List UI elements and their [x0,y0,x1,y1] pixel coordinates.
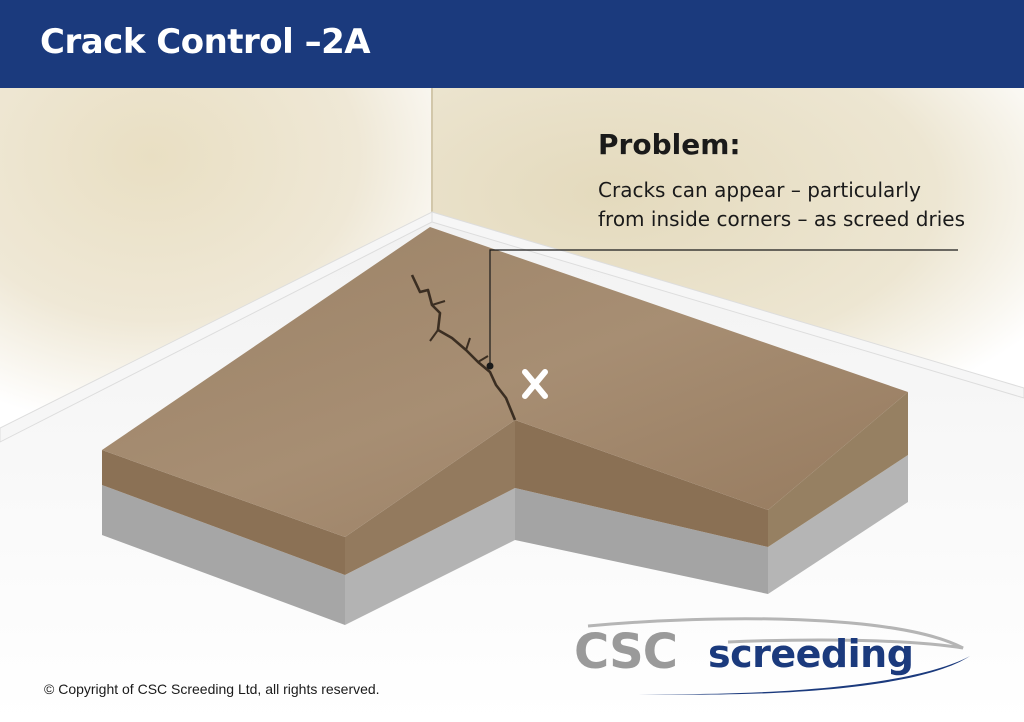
base-layer-inner [515,488,768,594]
screed-layer-left [102,450,345,575]
base-layer-left [102,485,345,625]
problem-line-1: Cracks can appear – particularly [598,178,921,202]
logo-text-screeding: screeding [708,632,914,676]
problem-description: Cracks can appear – particularly from in… [598,176,978,234]
callout-dot [486,362,494,370]
screed-layer-inner [515,420,768,547]
logo-text-csc: CSC [574,624,678,680]
header-bar: Crack Control –2A [0,0,1024,88]
logo-swoosh [587,617,970,695]
callout-leader [489,249,958,366]
right-skirting [431,211,1024,399]
base-layer-right [768,455,908,594]
copyright-notice: © Copyright of CSC Screeding Ltd, all ri… [44,681,380,697]
problem-heading: Problem: [598,128,741,161]
screed-layer-front [345,420,515,575]
right-wall [432,88,1024,390]
csc-screeding-logo: CSC screeding [568,612,978,700]
base-layer-front [345,488,515,625]
problem-line-2: from inside corners – as screed dries [598,207,966,231]
x-mark-icon [522,369,548,399]
crack-line [410,274,517,421]
screed-layer-right [768,392,908,547]
screed-illustration [0,88,1024,722]
page-title: Crack Control –2A [40,22,371,62]
screed-top-surface [102,227,908,537]
left-wall [0,88,432,430]
